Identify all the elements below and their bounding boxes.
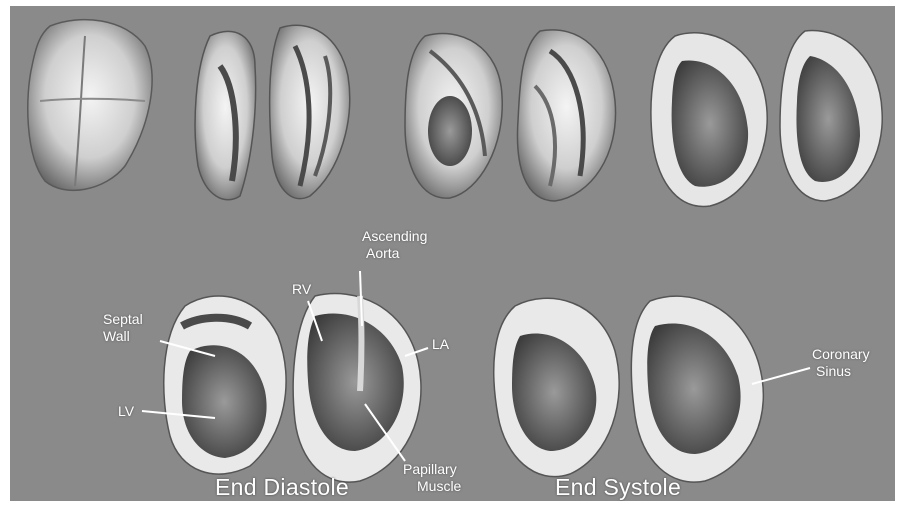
label-septal-wall-line1: Septal [103, 311, 143, 328]
label-papillary-muscle: Papillary Muscle [403, 461, 461, 495]
label-septal-wall: Septal Wall [103, 311, 143, 345]
label-papillary-muscle-line1: Papillary [403, 461, 461, 478]
heart-illustration [10, 6, 895, 501]
label-coronary-sinus: Coronary Sinus [812, 346, 870, 380]
label-coronary-sinus-line1: Coronary [812, 346, 870, 363]
heart-slice-pair-3 [651, 31, 882, 207]
heart-end-diastole [164, 294, 421, 483]
caption-end-diastole: End Diastole [215, 474, 349, 501]
label-septal-wall-line2: Wall [103, 328, 143, 345]
label-lv: LV [118, 403, 134, 420]
label-ascending-aorta: Ascending Aorta [362, 228, 427, 262]
label-ascending-aorta-line2: Aorta [362, 245, 427, 262]
heart-end-systole [494, 296, 764, 482]
heart-figure-canvas: Ascending Aorta RV Septal Wall LA LV Pap… [10, 6, 895, 501]
label-coronary-sinus-line2: Sinus [812, 363, 870, 380]
heart-whole-exterior [28, 20, 152, 191]
label-papillary-muscle-line2: Muscle [403, 478, 461, 495]
heart-slice-pair-1 [195, 25, 350, 199]
caption-end-systole: End Systole [555, 474, 681, 501]
label-la: LA [432, 336, 449, 353]
label-rv: RV [292, 281, 311, 298]
label-ascending-aorta-line1: Ascending [362, 228, 427, 245]
heart-slice-pair-2 [405, 30, 616, 201]
